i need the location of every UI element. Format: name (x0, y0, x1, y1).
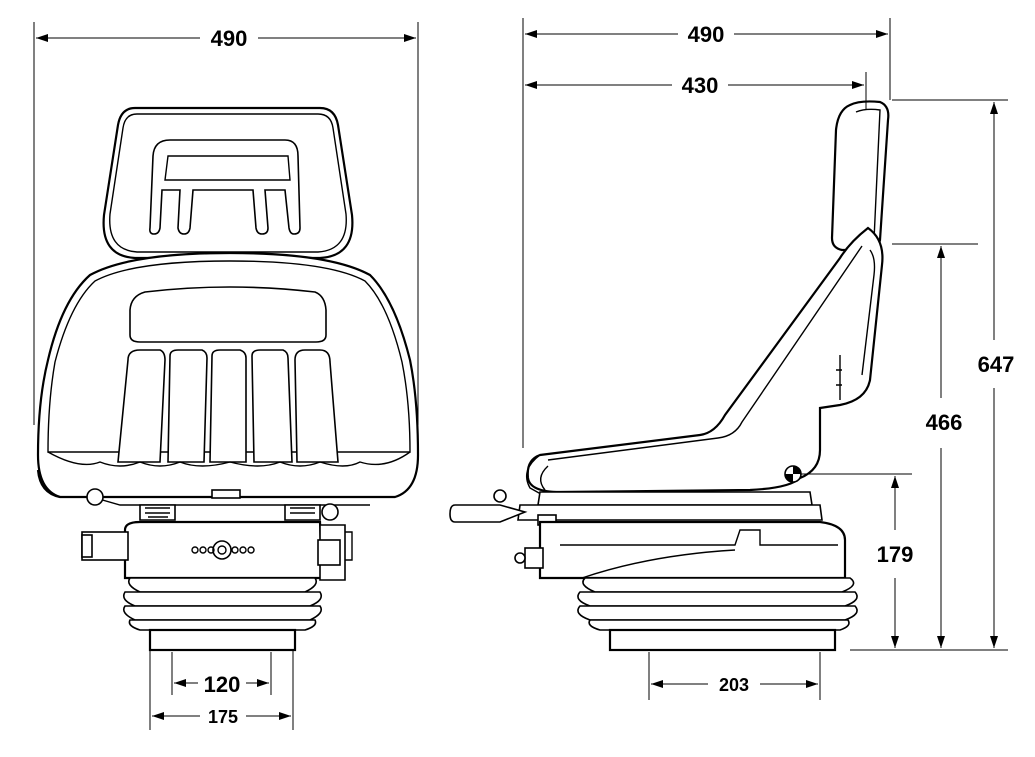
front-headrest-handle (149, 139, 301, 235)
dim-side-base-width: 203 (719, 675, 749, 695)
dim-base-inner-width: 120 (204, 672, 241, 697)
front-cushion-ribs (117, 349, 339, 463)
side-backrest (526, 226, 884, 494)
dim-base-height: 179 (877, 542, 914, 567)
front-lumbar-pad (129, 286, 327, 343)
dimension-lines (33, 18, 1008, 730)
side-view (449, 100, 890, 652)
side-base (608, 628, 837, 652)
dim-total-height: 647 (978, 352, 1015, 377)
side-bellows (577, 577, 858, 631)
dim-side-width: 490 (688, 22, 725, 47)
dim-front-width: 490 (211, 26, 248, 51)
front-base (148, 628, 297, 652)
front-view (36, 106, 420, 652)
front-bellows (122, 577, 323, 631)
dim-cushion-height: 466 (926, 410, 963, 435)
side-suspension-body (538, 520, 847, 580)
dim-base-outer-width: 175 (208, 707, 238, 727)
front-adjust-knob (212, 540, 232, 560)
side-front-lever (449, 504, 528, 523)
dim-side-depth: 430 (682, 73, 719, 98)
